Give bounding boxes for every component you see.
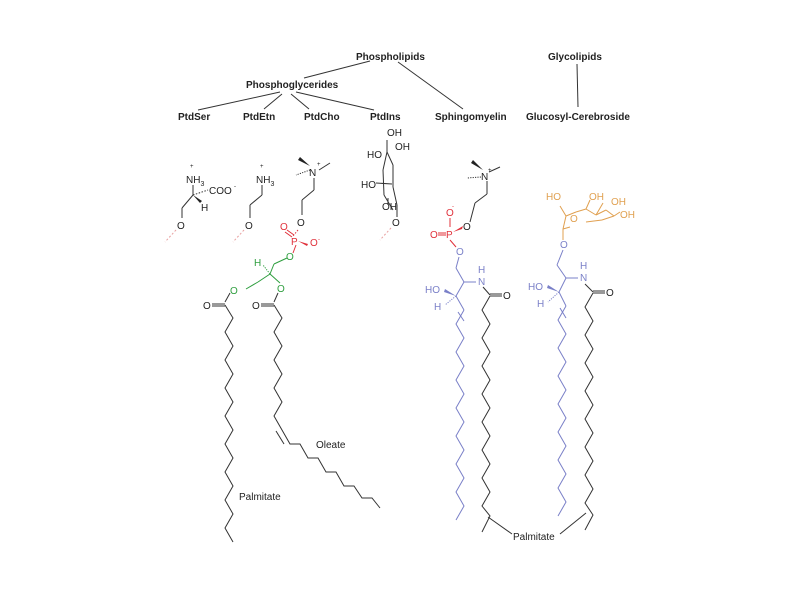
- ethanolamine-headgroup: NH3 + O: [232, 164, 274, 243]
- svg-text:+: +: [317, 162, 321, 168]
- sphingosine-chain-1: [455, 309, 465, 521]
- svg-text:O: O: [245, 221, 253, 232]
- ester-carbonyls: [212, 292, 279, 307]
- svg-text:O: O: [297, 218, 305, 229]
- sphingosine-backbone-1: HO H N H: [425, 256, 485, 322]
- svg-text:O: O: [503, 291, 511, 302]
- svg-text:OH: OH: [611, 197, 626, 208]
- svg-text:HO: HO: [361, 180, 376, 191]
- serine-headgroup: NH3 + COO - H O: [164, 164, 236, 243]
- svg-text:N: N: [481, 172, 488, 183]
- svg-text:+: +: [190, 164, 194, 170]
- svg-text:NH3: NH3: [256, 175, 274, 188]
- svg-text:H: H: [434, 302, 441, 313]
- palmitate-chain-cerebroside: [584, 292, 594, 531]
- svg-text:O: O: [606, 288, 614, 299]
- svg-text:N: N: [580, 273, 587, 284]
- svg-text:OH: OH: [395, 142, 410, 153]
- ptdins-label: PtdIns: [370, 112, 401, 123]
- svg-text:N: N: [309, 168, 316, 179]
- svg-text:H: H: [580, 261, 587, 272]
- svg-text:HO: HO: [546, 192, 561, 203]
- palmitate-label-right: Palmitate: [513, 532, 555, 543]
- phosphoglycerides-label: Phosphoglycerides: [246, 80, 339, 91]
- svg-text:-: -: [452, 204, 454, 210]
- svg-text:H: H: [254, 258, 261, 269]
- choline-headgroup: N + O: [295, 157, 331, 229]
- svg-text:NH3: NH3: [186, 175, 204, 188]
- svg-text:OH: OH: [382, 202, 397, 213]
- svg-text:H: H: [537, 299, 544, 310]
- svg-text:OH: OH: [620, 210, 635, 221]
- svg-text:O: O: [277, 284, 285, 295]
- svg-text:+: +: [488, 168, 492, 174]
- svg-text:O: O: [286, 252, 294, 263]
- svg-text:O: O: [392, 218, 400, 229]
- svg-text:O: O: [310, 238, 318, 249]
- amide-carbonyl-1: [482, 286, 502, 297]
- glycolipids-label: Glycolipids: [548, 52, 602, 63]
- svg-text:HO: HO: [528, 282, 543, 293]
- phosphate-group-sphingo: O - O P O: [430, 204, 464, 258]
- svg-text:HO: HO: [425, 285, 440, 296]
- svg-text:O: O: [456, 247, 464, 258]
- svg-text:OH: OH: [589, 192, 604, 203]
- glycerol-backbone: O H O O: [230, 252, 294, 297]
- svg-text:O: O: [252, 301, 260, 312]
- palmitate-leader-lines: [487, 512, 587, 535]
- svg-text:H: H: [201, 203, 208, 214]
- glucosyl-cerebroside-label: Glucosyl-Cerebroside: [526, 112, 630, 123]
- svg-text:P: P: [446, 230, 453, 241]
- svg-text:O: O: [560, 240, 568, 251]
- svg-text:O: O: [177, 221, 185, 232]
- svg-text:O: O: [463, 222, 471, 233]
- phosphate-group-glycero: O P O -: [280, 222, 320, 254]
- svg-text:OH: OH: [387, 128, 402, 139]
- ptdetn-label: PtdEtn: [243, 112, 275, 123]
- svg-text:O: O: [570, 214, 578, 225]
- svg-text:O: O: [446, 208, 454, 219]
- svg-text:-: -: [318, 237, 320, 243]
- palmitate-chain-left: [224, 304, 234, 543]
- ptdcho-label: PtdCho: [304, 112, 340, 123]
- oleate-label: Oleate: [316, 440, 346, 451]
- svg-text:H: H: [478, 265, 485, 276]
- palmitate-chain-sphingomyelin: [481, 295, 491, 533]
- glucose-headgroup: HO OH OH OH O O: [546, 192, 635, 251]
- hierarchy-connectors: [197, 60, 579, 111]
- svg-text:P: P: [291, 237, 298, 248]
- svg-text:COO: COO: [209, 186, 232, 197]
- svg-text:O: O: [203, 301, 211, 312]
- svg-text:-: -: [234, 184, 236, 190]
- oleate-chain: [273, 304, 381, 509]
- inositol-headgroup: OH OH HO HO OH O: [361, 128, 410, 241]
- svg-text:O: O: [430, 230, 438, 241]
- sphingomyelin-label: Sphingomyelin: [435, 112, 507, 123]
- ptdser-label: PtdSer: [178, 112, 210, 123]
- sphingomyelin-choline: N + O: [463, 160, 501, 233]
- sphingosine-chain-2: [557, 305, 567, 517]
- phospholipids-label: Phospholipids: [356, 52, 425, 63]
- amide-carbonyl-2: [584, 283, 605, 294]
- sphingosine-backbone-2: HO H N H: [528, 249, 587, 319]
- palmitate-label-left: Palmitate: [239, 492, 281, 503]
- svg-text:HO: HO: [367, 150, 382, 161]
- svg-text:O: O: [230, 286, 238, 297]
- svg-text:N: N: [478, 277, 485, 288]
- svg-text:+: +: [260, 164, 264, 170]
- svg-text:O: O: [280, 222, 288, 233]
